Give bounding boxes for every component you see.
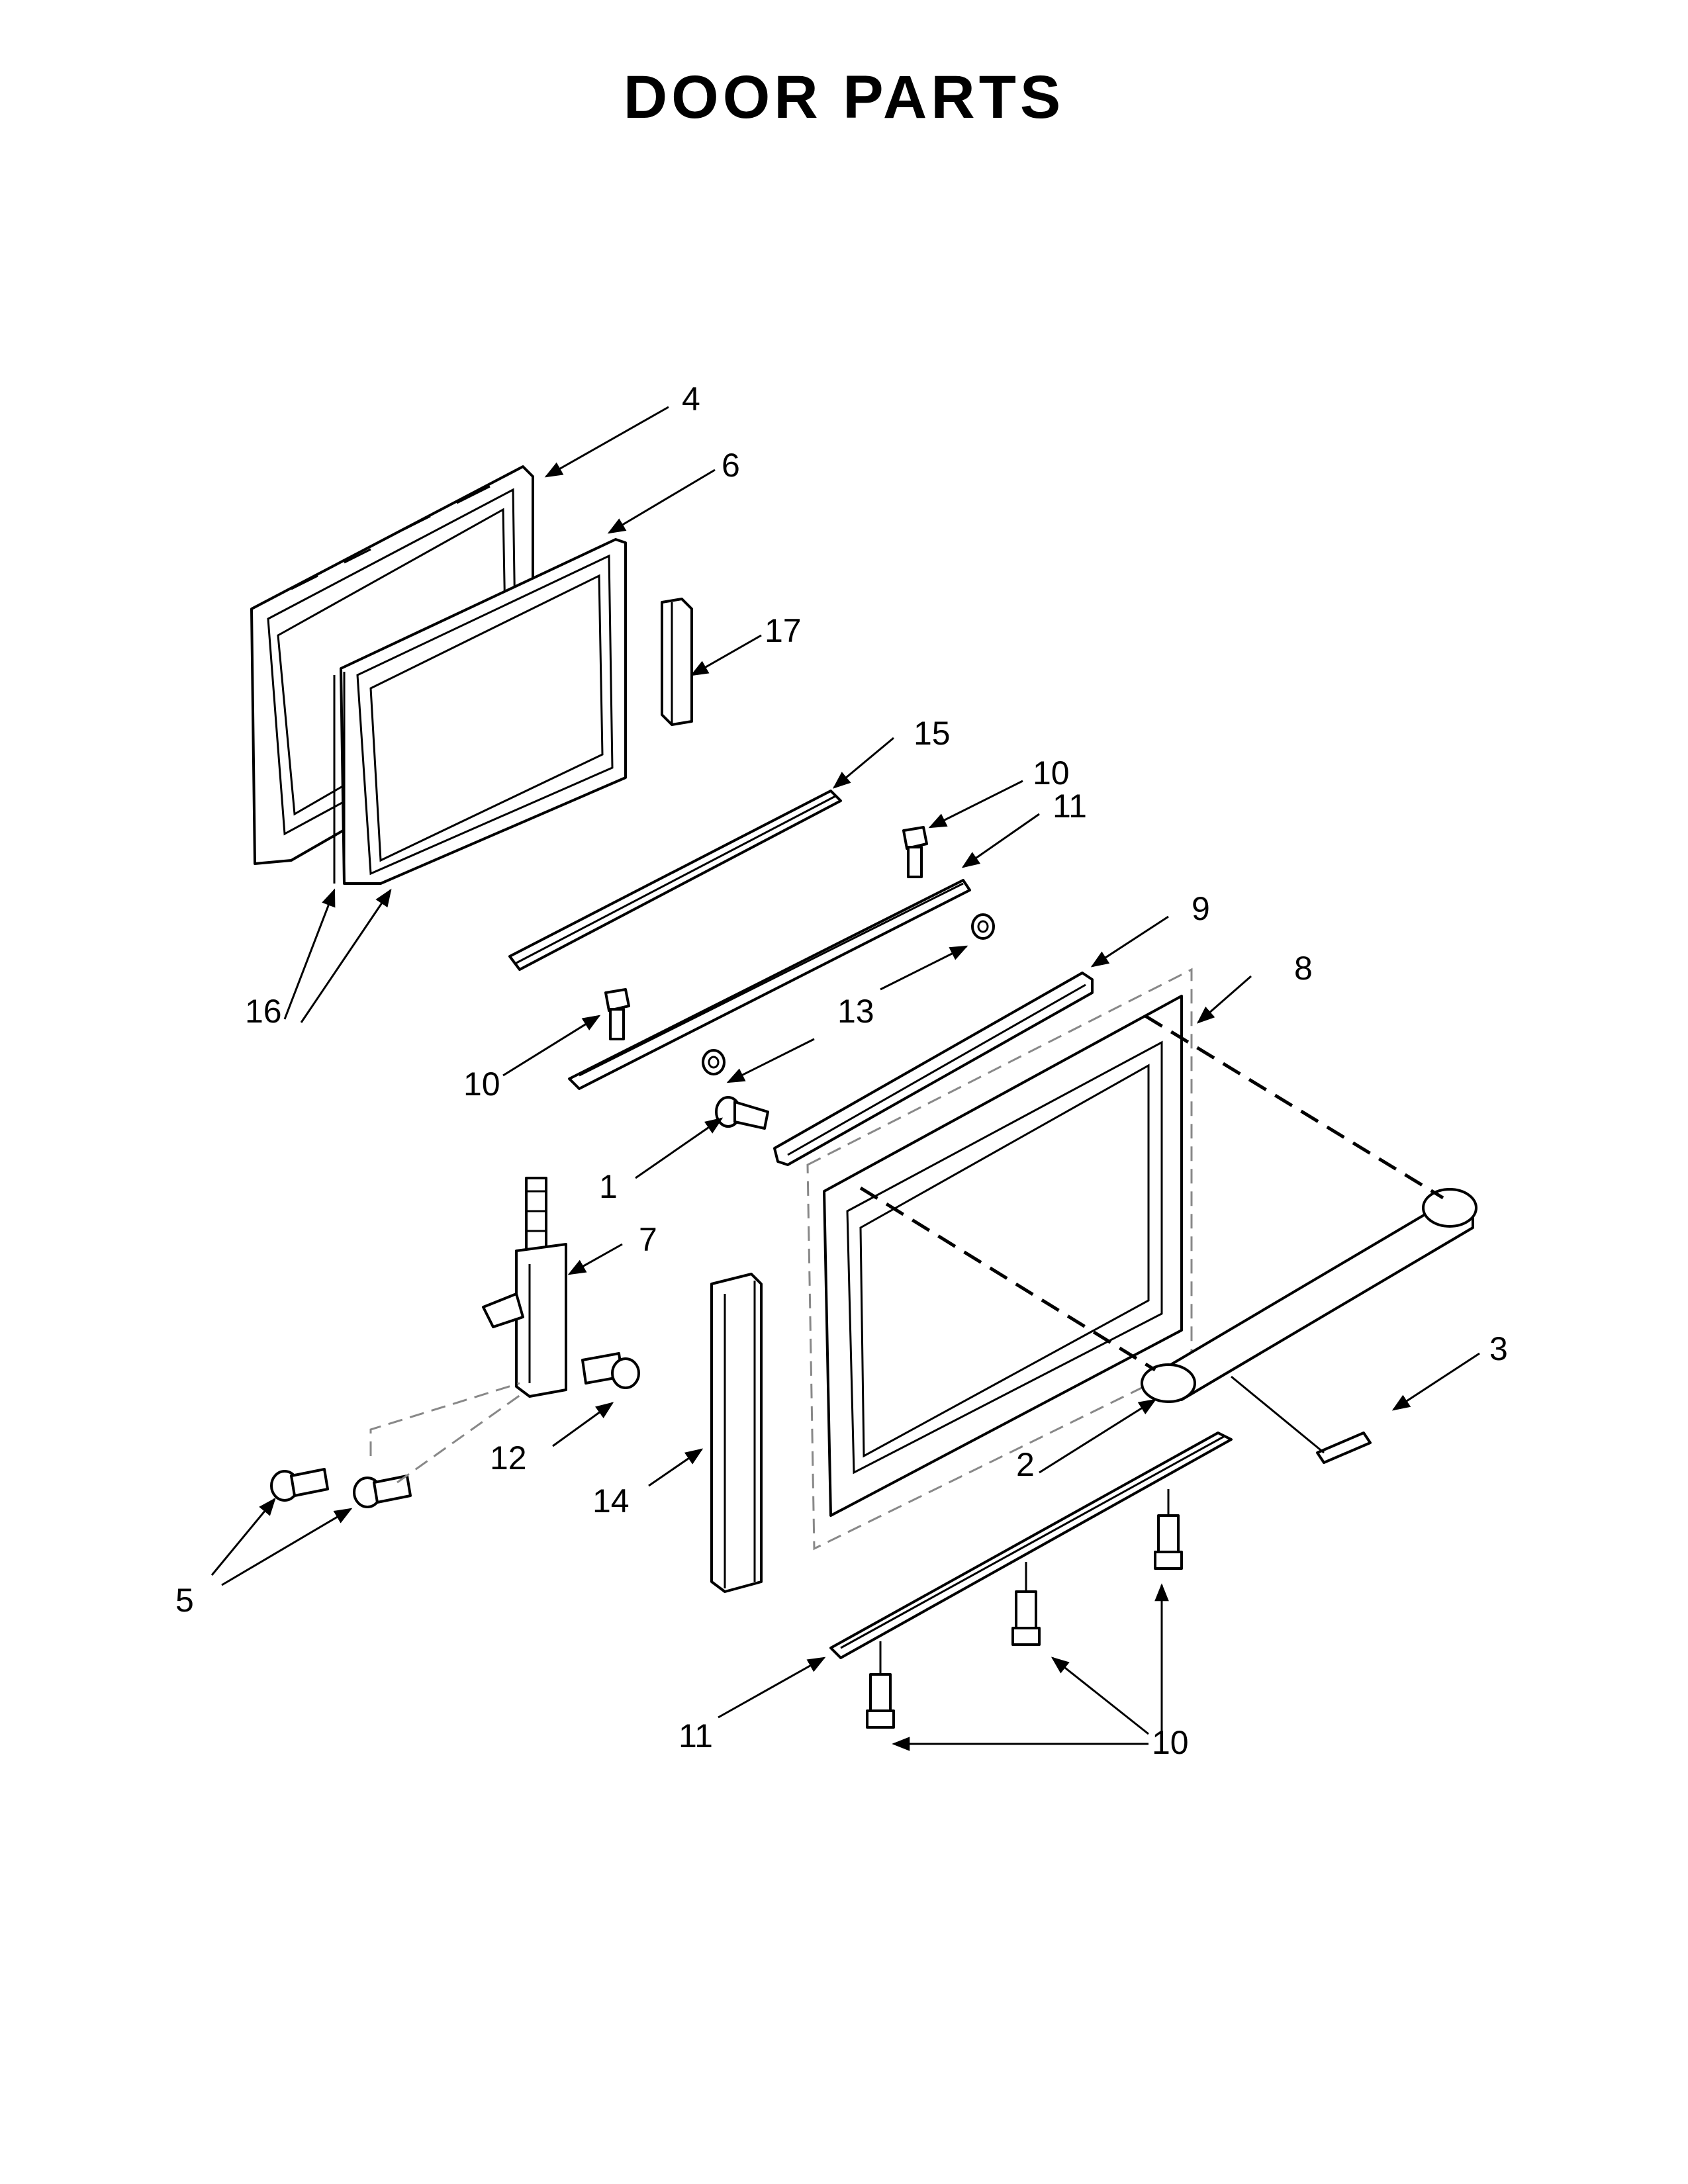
part-17-spacer xyxy=(661,598,693,726)
part-2-handle xyxy=(1141,1188,1477,1403)
callout-14: 14 xyxy=(592,1482,630,1520)
handle-alignment-line-upper xyxy=(1144,1014,1444,1200)
part-1-handle-screw xyxy=(715,1096,769,1130)
part-10-screw-lower-right xyxy=(1154,1489,1183,1570)
callout-16: 16 xyxy=(245,993,282,1030)
callout-15: 15 xyxy=(914,715,951,752)
part-7-hinge xyxy=(482,1177,567,1398)
callout-8: 8 xyxy=(1294,950,1313,987)
leader-lines xyxy=(211,406,1480,1751)
callout-1: 1 xyxy=(599,1168,618,1205)
part-11-top-channel xyxy=(568,879,971,1090)
part-8-outer-door xyxy=(806,968,1193,1551)
part-15-strip xyxy=(508,790,842,971)
callout-10-upper-left: 10 xyxy=(463,1066,500,1103)
callout-17: 17 xyxy=(765,612,802,649)
part-10-screw-lower-left xyxy=(866,1641,895,1729)
part-5-screw-left xyxy=(270,1468,329,1502)
callout-12: 12 xyxy=(490,1439,527,1477)
badge-alignment-line xyxy=(1231,1375,1325,1454)
part-10-screw-upper-right xyxy=(902,826,928,878)
part-9-top-trim xyxy=(773,972,1094,1166)
callout-4: 4 xyxy=(682,381,700,418)
part-11-bottom-channel xyxy=(829,1432,1233,1659)
callout-9: 9 xyxy=(1192,890,1210,927)
callout-11-top: 11 xyxy=(1053,788,1087,825)
callout-6: 6 xyxy=(722,447,740,484)
part-16-gasket xyxy=(333,672,346,884)
part-3-badge xyxy=(1316,1432,1372,1464)
part-10-screw-upper-left xyxy=(604,988,630,1040)
part-13-grommet-right xyxy=(971,913,995,940)
page-title: DOOR PARTS xyxy=(623,64,1065,131)
callout-13: 13 xyxy=(837,993,874,1030)
part-12-hinge-screw xyxy=(581,1352,640,1389)
callout-5: 5 xyxy=(175,1582,194,1619)
part-13-grommet-left xyxy=(702,1049,726,1075)
callout-2: 2 xyxy=(1016,1446,1035,1483)
screw-alignment-line xyxy=(369,1382,520,1456)
callout-7: 7 xyxy=(639,1221,657,1258)
part-14-side-channel xyxy=(710,1273,763,1593)
handle-alignment-line-lower xyxy=(859,1186,1156,1372)
part-6-door-glass xyxy=(340,538,627,885)
part-10-screw-lower-mid xyxy=(1011,1562,1041,1646)
callout-11-bottom: 11 xyxy=(679,1717,713,1754)
callout-10-upper-right: 10 xyxy=(1033,754,1070,792)
callout-10-bottom: 10 xyxy=(1152,1724,1189,1761)
part-5-screw-right xyxy=(353,1475,412,1508)
callout-3: 3 xyxy=(1489,1330,1508,1367)
screw-alignment-line-lower xyxy=(397,1392,524,1484)
